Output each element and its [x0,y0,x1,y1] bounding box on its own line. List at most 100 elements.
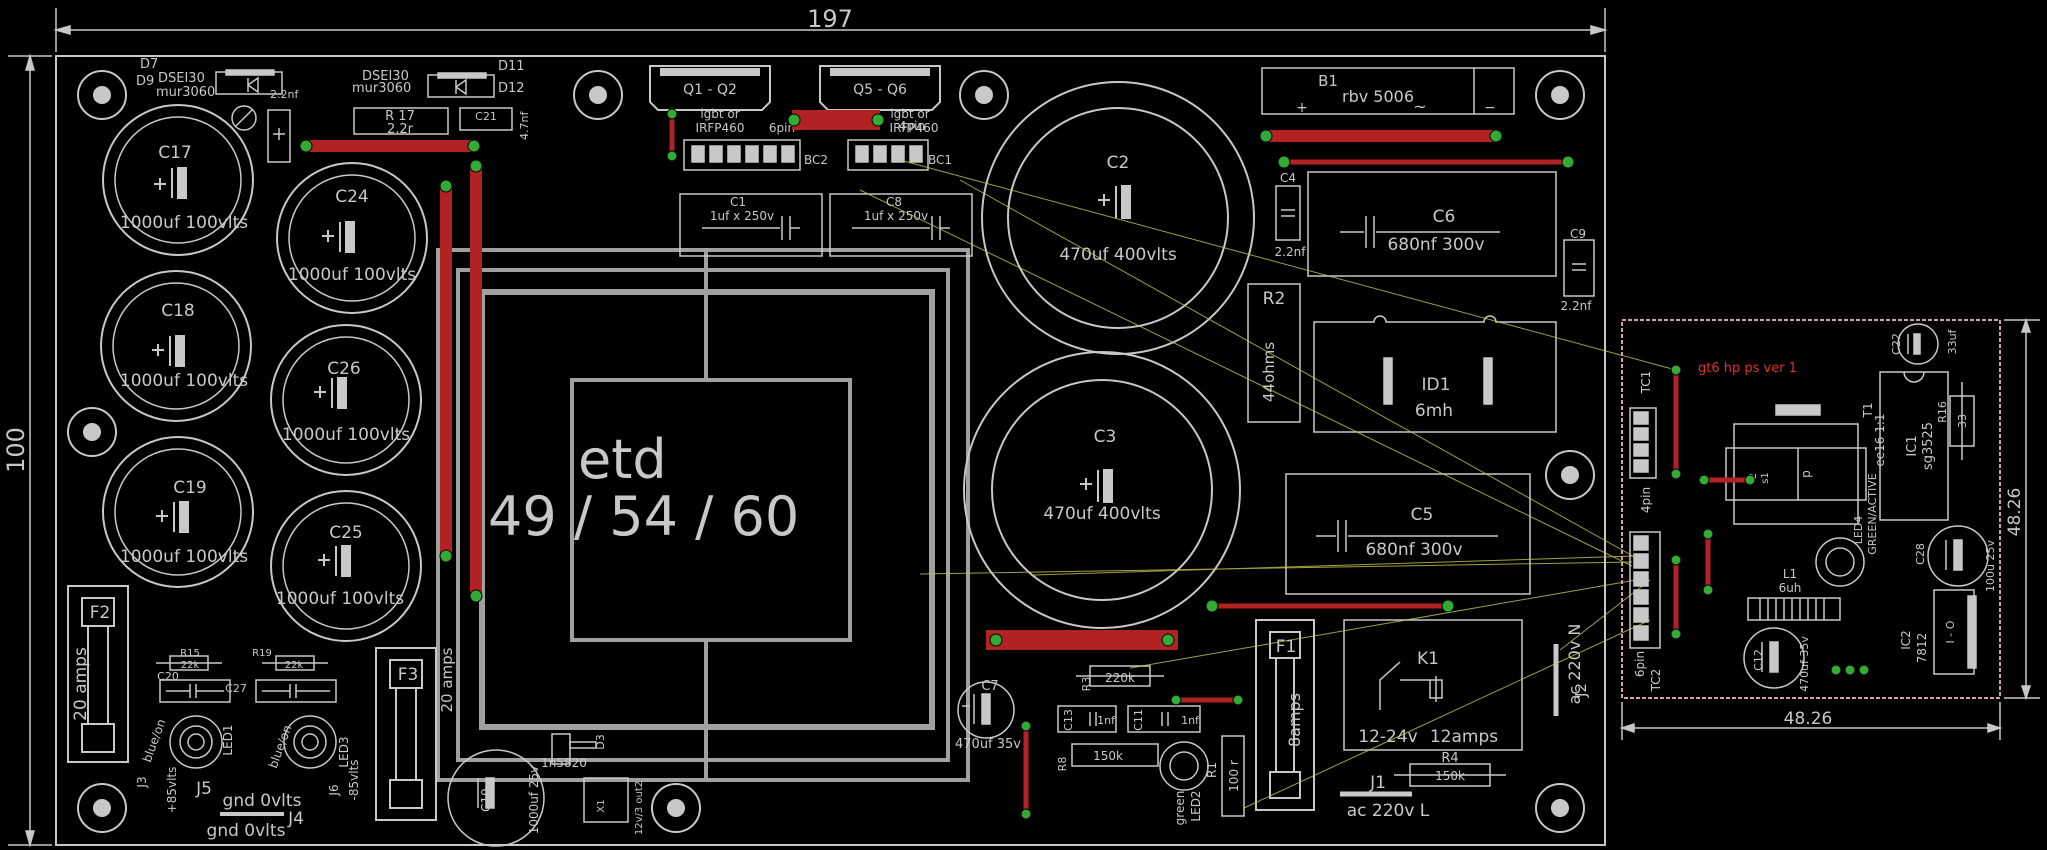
silkscreen-label: GREEN/ACTIVE [1866,473,1879,555]
mount-hole-icon [573,70,623,120]
daughter-height-label: 48.26 [2005,488,2025,537]
daughter-pads [1670,364,1870,676]
silkscreen-label: igbt or [700,107,739,121]
daughter-width-label: 48.26 [1784,709,1833,729]
inductor-l1 [1747,597,1841,621]
silkscreen-label: C5 [1411,505,1434,525]
silkscreen-label: BC2 [804,153,828,167]
silkscreen-label: IC1 [1905,435,1920,456]
fuse-f2 [67,585,129,763]
silkscreen-label: 22k [181,660,200,671]
inductor-id1 [1313,315,1557,433]
silkscreen-label: 2.2nf [270,88,299,101]
silkscreen-label: C27 [225,682,247,695]
silkscreen-label: D12 [498,81,525,96]
silkscreen-label: B1 [1318,72,1338,90]
silkscreen-label: R 17 [385,109,415,124]
transistor-q5-q6 [819,65,941,111]
main-board-outline [55,55,1606,846]
silkscreen-label: I - O [1944,620,1957,643]
silkscreen-label: 1000uf 100vlts [288,265,416,285]
fuse-f3 [375,647,437,821]
mount-hole-icon [77,70,127,120]
silkscreen-label: 33 [1956,414,1969,428]
silkscreen-label: J2 [1572,683,1590,698]
silkscreen-label: 7812 [1915,633,1929,664]
silkscreen-label: 6pin [1633,651,1647,677]
mount-hole-icon [77,783,127,833]
polarized-cap-icon [154,167,187,199]
daughter-dimension-right [2004,317,2040,701]
cap-c1 [679,193,823,257]
diode-d11-d12 [427,72,495,98]
resistor-r2 [1247,283,1301,423]
cap-c11 [1127,705,1201,733]
polarized-cap-icon [1080,469,1113,503]
mount-hole-icon [959,70,1009,120]
silkscreen-label: gnd 0vlts [223,791,302,811]
silkscreen-label: F2 [90,603,111,623]
silkscreen-label: C13 [1062,709,1075,731]
polarized-cap-icon [314,377,347,409]
silkscreen-label: 470uf 400vlts [1043,504,1161,524]
transformer-label-2: 49 / 54 / 60 [488,485,799,548]
silkscreen-label: ID1 [1422,375,1451,395]
silkscreen-label: blue/on [266,723,295,770]
silkscreen-label: s1 [1760,472,1771,484]
silkscreen-label: BC1 [928,153,952,167]
silkscreen-label: R1 [1205,762,1219,778]
silkscreen-label: C20 [157,670,179,683]
dimension-top [53,8,1608,52]
relay-k1 [1343,619,1523,751]
silkscreen-label: R16 [1936,401,1949,423]
silkscreen-label: C11 [1132,709,1145,731]
silkscreen-label: 8amps [1285,693,1304,747]
silkscreen-label: 12v/3 out2 [634,781,645,835]
cap-c17: C17 1000uf 100vlts [102,104,254,256]
connector-tc2 [1629,531,1661,649]
resistor-r1 [1221,735,1245,817]
silkscreen-label: 100u 25v [1984,540,1997,592]
silkscreen-label: 12amps [1430,727,1498,747]
silkscreen-label: J4 [287,809,304,829]
mount-hole-icon [67,407,117,457]
silkscreen-label: IRFP460 [890,121,939,135]
silkscreen-label: LED2 [1189,790,1203,821]
silkscreen-label: 1000uf 100vlts [120,371,248,391]
mount-hole-icon [1545,450,1595,500]
silkscreen-label: 1000uf 25v [527,766,541,835]
silkscreen-label: 1000uf 100vlts [276,589,404,609]
transistor-q1-q2 [649,65,771,111]
cap-c2: C2 470uf 400vlts [981,81,1255,355]
silkscreen-label: LED4 [1852,516,1865,545]
silkscreen-label: rbv 5006 [1342,87,1414,106]
silkscreen-label: 1000uf 100vlts [282,425,410,445]
silkscreen-label: 6mh [1415,401,1453,421]
bridge-b1 [1261,67,1515,115]
silkscreen-label: + [1296,100,1308,116]
silkscreen-label: J1 [1369,773,1386,793]
silkscreen-label: 1uf x 250v [864,209,928,223]
cap-c6 [1307,171,1557,277]
silkscreen-label: C25 [329,523,363,543]
silkscreen-label: blue/on [140,717,169,764]
silkscreen-label: T1 [1861,403,1875,419]
daughter-board-outline [1621,319,2001,699]
regulator-ic2 [1933,589,1977,675]
mounting-holes [67,70,1595,833]
silkscreen-label: C10 [479,788,493,812]
diode-d7-d9 [215,69,283,95]
silkscreen-label: 4pin [899,119,925,133]
silkscreen-label: C19 [173,478,207,498]
silkscreen-label: 470uf 35v [1798,636,1811,692]
silkscreen-label: 12-24v [1358,727,1417,747]
led3 [283,715,337,769]
polarized-cap-icon [152,335,185,367]
led4 [1815,537,1865,587]
diode-d3 [551,733,597,765]
silkscreen-label: C18 [161,301,195,321]
cap-c5 [1285,473,1531,595]
silkscreen-label: igbt or [890,107,929,121]
connector-bc2 [683,139,801,171]
